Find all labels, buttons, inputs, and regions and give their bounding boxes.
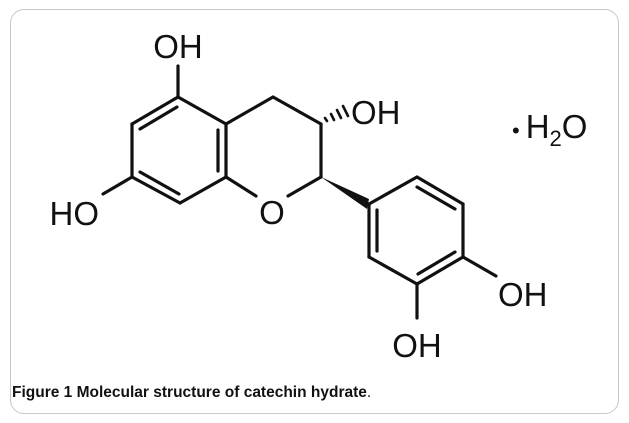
bond-c1 xyxy=(224,95,275,126)
bond-b5 xyxy=(367,255,419,286)
bond-c2 xyxy=(271,95,323,126)
atom-ho-left: HO xyxy=(50,195,100,232)
bond-a4 xyxy=(130,175,182,205)
hydrate-h: H xyxy=(526,108,550,145)
hash-bond-c3-3 xyxy=(335,108,343,120)
bond-oh-c4p xyxy=(461,255,498,278)
bond-c5 xyxy=(224,175,258,198)
hydrate-o: O xyxy=(562,108,588,145)
figure-frame xyxy=(10,9,619,414)
atom-oh-c4p: OH xyxy=(498,276,548,313)
figure-caption: Figure 1 Molecular structure of catechin… xyxy=(12,384,602,406)
hash-bond-c3-4 xyxy=(341,104,350,118)
hash-bond-c3-2 xyxy=(329,112,336,122)
atom-oh-c3p: OH xyxy=(392,327,442,364)
bond-a-double-1 xyxy=(138,105,179,131)
bond-b4 xyxy=(415,255,465,286)
bond-b2 xyxy=(415,175,465,206)
caption-label: Figure 1 xyxy=(12,384,73,401)
atom-ring-oxygen: O xyxy=(259,194,285,231)
bond-b-double-1 xyxy=(415,185,457,211)
bond-a6 xyxy=(130,95,180,126)
atom-oh-top: OH xyxy=(153,28,203,65)
bond-a1 xyxy=(176,95,228,126)
atom-oh-c3: OH xyxy=(351,94,401,131)
caption-period: . xyxy=(366,384,372,401)
bond-a3 xyxy=(178,175,228,205)
hydrate-dot: • xyxy=(512,118,520,143)
bond-b1 xyxy=(367,175,419,206)
wedge-bond-c2 xyxy=(321,177,369,209)
hash-bond-c3-1 xyxy=(323,116,329,123)
bond-a-double-3 xyxy=(138,170,181,196)
bond-c4 xyxy=(286,175,323,198)
bond-b-double-2 xyxy=(416,250,457,276)
caption-text: Molecular structure of catechin hydrate xyxy=(76,384,367,401)
hydrate-formula: •H2O xyxy=(512,108,587,151)
bond-ho-left xyxy=(101,175,134,196)
hydrate-subscript: 2 xyxy=(550,126,562,151)
